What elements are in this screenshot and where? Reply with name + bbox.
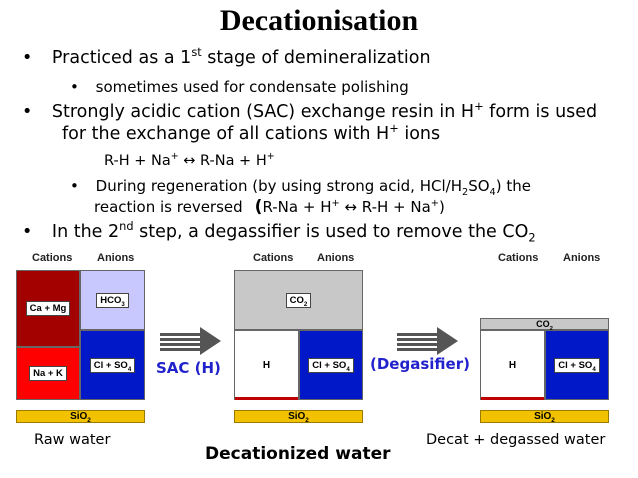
decat-caption: Decationized water	[205, 444, 391, 464]
hco3-label: HCO3	[96, 292, 129, 308]
bullet-2a: • During regeneration (by using strong a…	[70, 177, 531, 198]
sio2-label: SiO2	[534, 411, 555, 424]
sio2-label: SiO2	[288, 411, 309, 424]
decat-anions-header: Anions	[317, 252, 355, 264]
step2-label: (Degasifier)	[370, 355, 470, 373]
degassed-co2-block: CO2	[480, 318, 609, 332]
bullet-dot: •	[70, 78, 79, 96]
bullet-1-text: Practiced as a 1st stage of demineraliza…	[51, 45, 431, 68]
co2-label: CO2	[536, 319, 553, 332]
cl-so4-label: Cl + SO4	[89, 357, 136, 373]
raw-cl-so4-block: Cl + SO4	[80, 330, 145, 400]
h-label: H	[508, 359, 517, 371]
degassed-caption: Decat + degassed water	[426, 432, 606, 448]
bullet-2-line2: for the exchange of all cations with H+ …	[62, 121, 441, 144]
decat-cations-header: Cations	[253, 252, 294, 264]
bullet-1a-text: sometimes used for condensate polishing	[95, 78, 409, 96]
degassed-cations-header: Cations	[498, 252, 539, 264]
bullet-2: • Strongly acidic cation (SAC) exchange …	[22, 99, 598, 122]
arrow-right-icon	[397, 327, 458, 355]
bullet-3-text: In the 2nd step, a degassifier is used t…	[51, 219, 536, 245]
raw-water-caption: Raw water	[34, 432, 111, 448]
bullet-3: • In the 2nd step, a degassifier is used…	[22, 219, 536, 245]
degassed-sio2-bar: SiO2	[480, 410, 609, 424]
cl-so4-label: Cl + SO4	[308, 357, 354, 373]
bullet-dot: •	[70, 177, 79, 195]
cl-so4-label: Cl + SO4	[554, 357, 600, 373]
equation-exchange: R-H + Na+ ↔ R-Na + H+	[104, 151, 275, 169]
degassed-h-residual	[481, 397, 544, 400]
step1-label: SAC (H)	[156, 359, 221, 377]
bullet-dot: •	[22, 102, 33, 122]
bullet-dot: •	[22, 48, 33, 68]
bullet-dot: •	[22, 222, 33, 242]
arrow-right-icon	[160, 327, 221, 355]
bullet-1: • Practiced as a 1st stage of deminerali…	[22, 45, 431, 68]
raw-na-k-block: Na + K	[16, 347, 80, 400]
raw-cations-header: Cations	[32, 252, 73, 264]
raw-ca-mg-block: Ca + Mg	[16, 270, 80, 347]
ca-mg-label: Ca + Mg	[25, 301, 71, 316]
raw-anions-header: Anions	[97, 252, 135, 264]
co2-label: CO2	[285, 292, 312, 308]
raw-sio2-bar: SiO2	[16, 410, 145, 424]
decat-sio2-bar: SiO2	[234, 410, 363, 424]
decat-h-residual	[235, 397, 298, 400]
na-k-label: Na + K	[29, 366, 67, 381]
bullet-2a-line2: reaction is reversed(R-Na + H+ ↔ R-H + N…	[94, 197, 445, 217]
decat-co2-block: CO2	[234, 270, 363, 330]
decat-h-block: H	[234, 330, 299, 400]
degassed-cl-so4-block: Cl + SO4	[545, 330, 609, 400]
degassed-anions-header: Anions	[563, 252, 601, 264]
raw-hco3-block: HCO3	[80, 270, 145, 330]
bullet-2-line1: Strongly acidic cation (SAC) exchange re…	[51, 99, 598, 122]
slide-title: Decationisation	[219, 4, 419, 37]
bullet-2a-line1: During regeneration (by using strong aci…	[95, 177, 531, 198]
sio2-label: SiO2	[70, 411, 91, 424]
h-label: H	[262, 359, 271, 371]
degassed-h-block: H	[480, 330, 545, 400]
decat-cl-so4-block: Cl + SO4	[299, 330, 363, 400]
bullet-1a: • sometimes used for condensate polishin…	[70, 78, 409, 96]
